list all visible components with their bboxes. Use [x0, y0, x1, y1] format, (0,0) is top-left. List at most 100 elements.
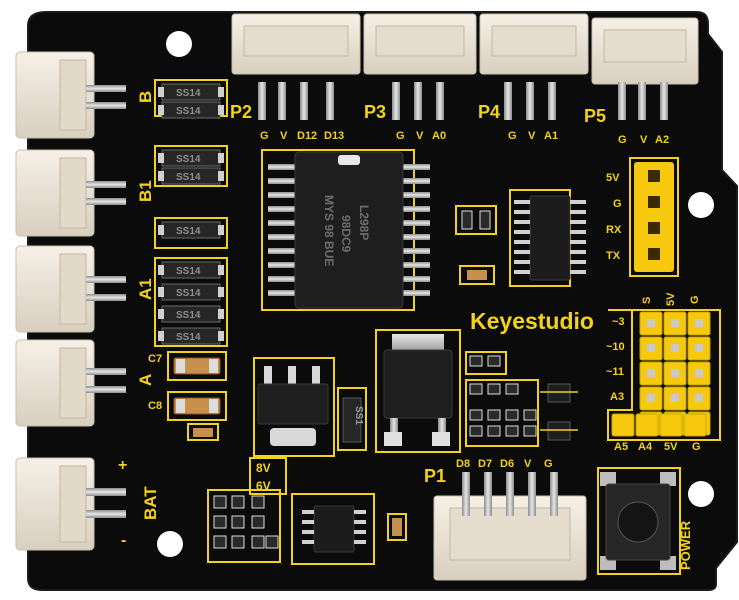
p2-pin-d13: D13 — [324, 130, 344, 142]
smd-part — [523, 425, 537, 437]
p1-pin — [550, 472, 558, 516]
pwm-row-11: ~11 — [606, 366, 624, 378]
connector-b1 — [15, 149, 126, 237]
bottom-soic-chip — [291, 493, 375, 565]
smd-group-top — [455, 205, 497, 285]
soic-leg — [570, 260, 586, 264]
smd-part — [487, 355, 501, 367]
diode-ss1-label: SS1 — [353, 406, 364, 425]
p2-pin-v: V — [280, 130, 288, 142]
soic-leg — [570, 200, 586, 204]
port-p3-name: P3 — [364, 102, 386, 122]
smd-part — [231, 495, 245, 509]
connector-bat — [15, 457, 126, 551]
chip-leg — [400, 276, 430, 282]
top-pin — [392, 82, 400, 120]
chip-line-2: 98DC9 — [339, 215, 353, 253]
voltage-select — [249, 457, 287, 495]
smd-part — [231, 515, 245, 529]
pwm-row-a3: A3 — [610, 391, 624, 403]
pwm-row-10: ~10 — [606, 341, 625, 353]
top-pin — [326, 82, 334, 120]
label-a: A — [136, 374, 155, 386]
top-pin — [504, 82, 512, 120]
soic-chip — [509, 189, 571, 287]
label-bat: BAT — [141, 486, 160, 520]
bottom-smd-grid — [207, 489, 281, 563]
diode-label: SS14 — [176, 332, 201, 343]
chip-leg — [400, 192, 430, 198]
diode-label: SS14 — [176, 154, 201, 165]
connector-a1 — [15, 245, 126, 333]
smd-part — [487, 425, 501, 437]
soic-leg — [514, 230, 530, 234]
transistors — [540, 383, 578, 441]
pwm-header-pins — [607, 309, 721, 441]
p1-pin — [462, 472, 470, 516]
soic-legs — [514, 200, 586, 274]
chip-leg — [268, 206, 298, 212]
pwm-col-g: G — [689, 295, 701, 304]
motor-driver-chip — [294, 151, 404, 309]
chip-leg — [268, 164, 298, 170]
p3-pin-a0: A0 — [432, 130, 446, 142]
serial-header — [629, 157, 679, 277]
smd-part — [213, 535, 227, 549]
smd-part — [469, 409, 483, 421]
power-button[interactable] — [597, 467, 681, 575]
diode-label: SS14 — [176, 106, 201, 117]
pwm-col-5v: 5V — [665, 292, 677, 306]
soic-leg — [570, 210, 586, 214]
soic-leg — [354, 540, 366, 544]
chip-line-3: MYS 98 BUE — [322, 195, 336, 266]
smd-part — [213, 515, 227, 529]
chip-leg — [400, 262, 430, 268]
p5-pin-v: V — [640, 134, 648, 146]
soic-leg — [514, 260, 530, 264]
serial-label-tx: TX — [606, 250, 621, 262]
pwm-bottom-a4: A4 — [638, 441, 653, 453]
top-pin — [278, 82, 286, 120]
top-connector-pins — [258, 82, 668, 120]
chip-outline — [261, 149, 415, 311]
label-minus: - — [121, 532, 126, 549]
pwm-bottom-a5: A5 — [614, 441, 628, 453]
soic-leg — [570, 240, 586, 244]
serial-label-rx: RX — [606, 224, 622, 236]
soic-leg — [570, 250, 586, 254]
header-pin — [659, 413, 683, 437]
chip-leg — [268, 290, 298, 296]
chip-leg — [400, 164, 430, 170]
voltage-regulator — [375, 329, 461, 453]
small-regulator — [253, 357, 335, 457]
soic-leg — [570, 220, 586, 224]
connector-b — [15, 51, 126, 139]
soic-leg — [514, 210, 530, 214]
p3-pin-v: V — [416, 130, 424, 142]
chip-leg — [400, 290, 430, 296]
smd-part — [251, 495, 265, 509]
top-pin — [526, 82, 534, 120]
soic-leg — [354, 510, 366, 514]
label-plus: + — [118, 457, 127, 474]
header-pin — [635, 413, 659, 437]
soic-leg — [514, 250, 530, 254]
pwm-col-s: S — [641, 297, 653, 304]
port-p4-name: P4 — [478, 102, 500, 122]
smd-part — [251, 535, 265, 549]
serial-label-5v: 5V — [606, 172, 620, 184]
mounting-holes — [157, 31, 714, 557]
pwm-bottom-g: G — [692, 441, 701, 453]
smd-part — [505, 409, 519, 421]
diode-ss1 — [337, 387, 367, 451]
p1-pin — [484, 472, 492, 516]
smd-part — [469, 425, 483, 437]
diode-label: SS14 — [176, 172, 201, 183]
label-c8: C8 — [148, 400, 162, 412]
top-pin — [548, 82, 556, 120]
chip-legs — [268, 164, 430, 296]
top-pin — [618, 82, 626, 120]
brand-label: Keyestudio — [470, 308, 594, 334]
pwm-bottom-5v: 5V — [664, 441, 678, 453]
smd-part — [469, 383, 483, 395]
